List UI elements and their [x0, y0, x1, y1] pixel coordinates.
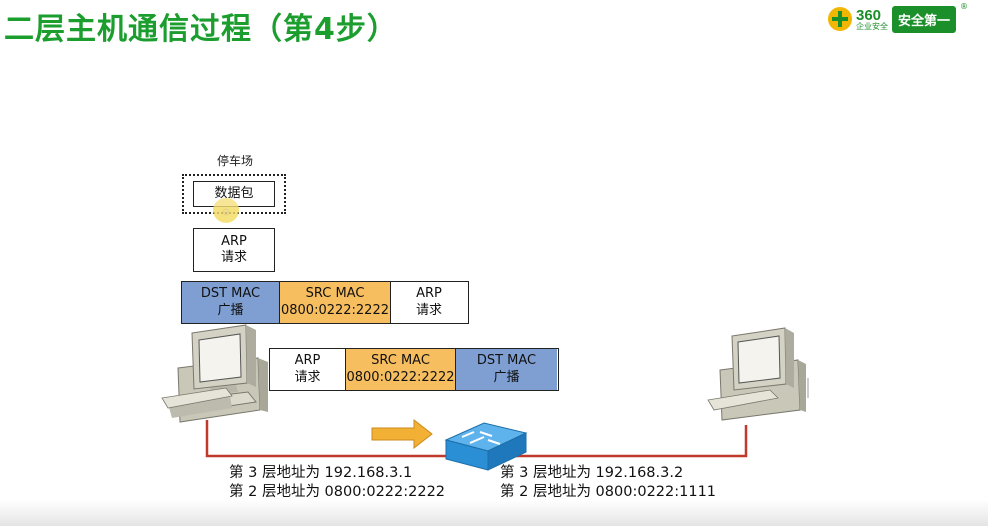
logo-badge: 安全第一 [892, 5, 957, 33]
right-l3-address: 第 3 层地址为 192.168.3.2 [500, 465, 684, 481]
right-l2-address: 第 2 层地址为 0800:0222:1111 [500, 484, 717, 500]
bottom-gradient [0, 500, 988, 526]
logo-text: 360 企业安全 [856, 8, 888, 31]
cell-value: 0800:0222:2222 [346, 369, 455, 385]
logo-number: 360 [856, 6, 882, 24]
right-host-addresses: 第 3 层地址为 192.168.3.2 第 2 层地址为 0800:0222:… [500, 464, 716, 502]
left-l2-address: 第 2 层地址为 0800:0222:2222 [229, 484, 446, 500]
cell-value: 广播 [493, 369, 520, 385]
request-label: 请求 [220, 250, 247, 265]
page-title: 二层主机通信过程（第4步） [4, 12, 398, 47]
assembled-frame: DST MAC 广播 SRC MAC 0800:0222:2222 ARP 请求 [181, 281, 469, 324]
plus-icon [828, 7, 852, 31]
logo-subtitle: 企业安全 [856, 21, 888, 31]
brand-logo: 360 企业安全 安全第一 ® [828, 2, 969, 34]
cell-title: SRC MAC [305, 286, 365, 302]
left-computer-icon [161, 324, 268, 423]
data-packet-label: 数据包 [214, 185, 254, 201]
cell-title: ARP [294, 353, 321, 369]
wire-src-mac: SRC MAC 0800:0222:2222 [345, 349, 455, 390]
cell-title: DST MAC [476, 353, 537, 369]
left-l3-address: 第 3 层地址为 192.168.3.1 [229, 465, 413, 481]
cell-value: 请求 [294, 369, 321, 385]
cell-value: 0800:0222:2222 [280, 302, 389, 318]
frame-arp-payload: ARP 请求 [390, 282, 467, 323]
frame-dst-mac: DST MAC 广播 [182, 282, 279, 323]
cell-title: SRC MAC [371, 353, 430, 369]
transmitted-frame: ARP 请求 SRC MAC 0800:0222:2222 DST MAC 广播 [269, 348, 559, 391]
switch-icon [444, 422, 528, 471]
arp-request-box: ARP 请求 [193, 228, 275, 272]
parking-label: 停车场 [217, 154, 254, 168]
wire-dst-mac: DST MAC 广播 [455, 349, 557, 390]
cursor-glow [213, 198, 239, 222]
frame-src-mac: SRC MAC 0800:0222:2222 [279, 282, 390, 323]
cell-value: 广播 [217, 302, 244, 318]
cell-title: ARP [416, 286, 442, 302]
cell-title: DST MAC [200, 286, 261, 302]
cell-value: 请求 [415, 302, 442, 318]
registered-mark: ® [960, 2, 969, 11]
right-computer-icon [707, 327, 809, 421]
wire-arp-payload: ARP 请求 [270, 349, 345, 390]
direction-arrow-icon [371, 418, 433, 450]
arp-label: ARP [221, 233, 247, 249]
left-host-addresses: 第 3 层地址为 192.168.3.1 第 2 层地址为 0800:0222:… [229, 464, 445, 502]
